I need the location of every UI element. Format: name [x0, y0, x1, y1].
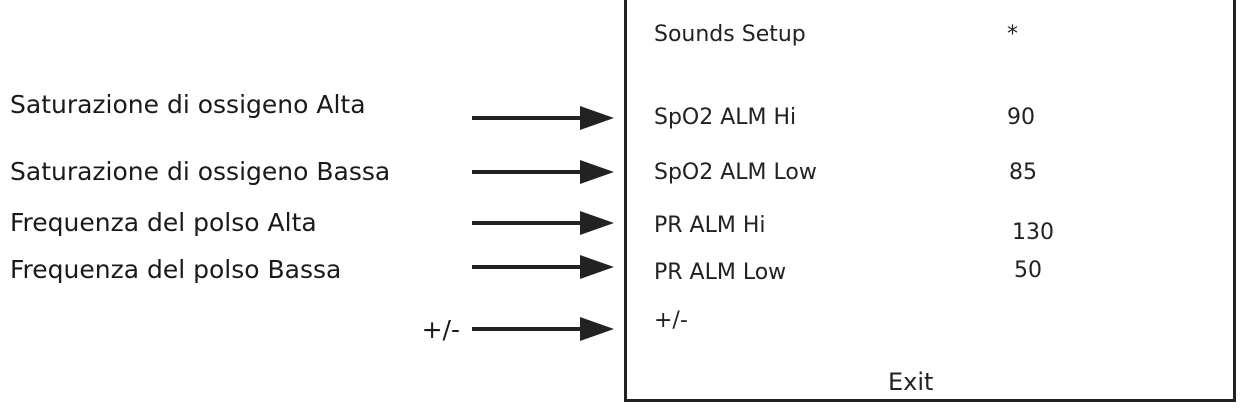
menu-value-spo2-alm-hi: 90: [1007, 105, 1035, 130]
menu-value-spo2-alm-low: 85: [1009, 160, 1037, 185]
callout-label-pr-high: Frequenza del polso Alta: [10, 208, 317, 237]
exit-button[interactable]: Exit: [888, 368, 934, 396]
menu-value-pr-alm-hi: 130: [1012, 220, 1054, 245]
menu-item-pr-alm-low[interactable]: PR ALM Low: [654, 260, 787, 285]
menu-title-marker: *: [1007, 22, 1018, 47]
sounds-setup-panel: [624, 0, 1236, 402]
menu-value-pr-alm-low: 50: [1014, 258, 1042, 283]
arrowhead-pr-low: [580, 255, 614, 279]
menu-title: Sounds Setup: [654, 22, 806, 47]
callout-label-spo2-low: Saturazione di ossigeno Bassa: [10, 157, 391, 186]
arrowhead-plus-minus: [580, 317, 614, 341]
menu-item-pr-alm-hi[interactable]: PR ALM Hi: [654, 213, 766, 238]
arrowhead-spo2-low: [580, 160, 614, 184]
callout-label-spo2-high: Saturazione di ossigeno Alta: [10, 90, 366, 119]
menu-item-plus-minus[interactable]: +/-: [654, 308, 688, 333]
menu-item-spo2-alm-hi[interactable]: SpO2 ALM Hi: [654, 105, 797, 130]
menu-item-spo2-alm-low[interactable]: SpO2 ALM Low: [654, 160, 817, 185]
arrowhead-spo2-high: [580, 106, 614, 130]
callout-label-plus-minus: +/-: [421, 315, 460, 344]
callout-label-pr-low: Frequenza del polso Bassa: [10, 255, 342, 284]
arrowhead-pr-high: [580, 211, 614, 235]
